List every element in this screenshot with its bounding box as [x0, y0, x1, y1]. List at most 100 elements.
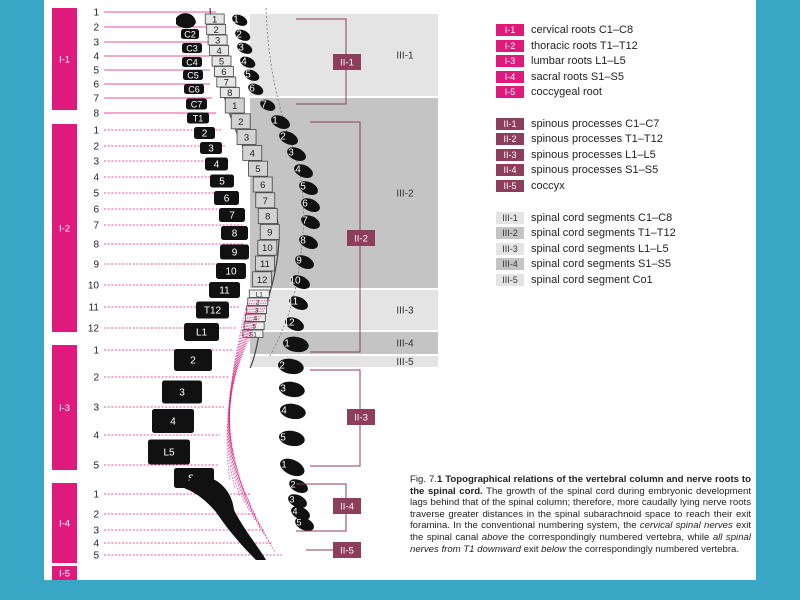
cord-segment-label: 3 — [215, 36, 220, 47]
cord-segment — [248, 289, 270, 298]
legend-label: spinous processes T1–T12 — [531, 133, 663, 145]
vertebral-body — [210, 174, 234, 188]
legend-label: spinous processes L1–L5 — [531, 149, 656, 161]
spinous-process — [301, 198, 320, 213]
vertebra-label: 4 — [214, 160, 220, 171]
vertebral-body — [182, 43, 202, 53]
cord-segment — [252, 176, 273, 193]
root-number: 1 — [93, 8, 99, 19]
cord-segment-label: 12 — [257, 275, 268, 286]
caption-text-2: exit the spinal canal — [410, 520, 751, 543]
root-number: 4 — [93, 539, 99, 550]
vertebra-label: 8 — [232, 229, 238, 240]
vertebra-label: C7 — [191, 100, 203, 110]
spinous-number: 5 — [245, 70, 251, 81]
cord-segment-label: 6 — [221, 67, 226, 78]
cord-segment — [257, 239, 278, 256]
legend-label: thoracic roots T1–T12 — [531, 40, 638, 52]
region-label: III-5 — [396, 357, 414, 368]
cord-segment-label: 11 — [260, 259, 270, 270]
legend-key: I-5 — [496, 86, 524, 98]
legend-key: II-2 — [496, 133, 524, 145]
spinous-number: 5 — [296, 518, 301, 528]
spinous-process — [289, 479, 308, 494]
region-band — [250, 290, 438, 330]
cord-segment-label: 1 — [232, 101, 237, 112]
spinous-process — [240, 56, 256, 68]
root-group-label: I-2 — [59, 224, 70, 235]
spinous-number: 10 — [289, 276, 301, 287]
cord-segment-label: 2 — [256, 299, 260, 306]
spinous-number: 7 — [302, 216, 308, 227]
root-number: 1 — [93, 346, 99, 357]
vertebral-body — [221, 226, 248, 240]
legend-label: lumbar roots L1–L5 — [531, 55, 626, 67]
spinous-process — [285, 317, 304, 332]
vertebra-label: 4 — [170, 417, 176, 428]
cord-segment-label: 4 — [216, 46, 221, 57]
spinous-process — [237, 42, 253, 54]
spinous-process — [299, 181, 318, 196]
region-label: III-1 — [396, 51, 414, 62]
legend-label: spinous processes S1–S5 — [531, 164, 659, 176]
legend-row: I-5 coccygeal root — [496, 86, 602, 98]
root-group-label: I-5 — [59, 569, 70, 580]
cord-segment-label: S1 — [249, 331, 257, 338]
vertebra-label: 3 — [179, 388, 185, 399]
spinous-number: 4 — [295, 165, 301, 176]
spinous-process — [279, 430, 305, 447]
cord-segment-label: 3 — [255, 307, 259, 314]
spinous-process — [278, 358, 304, 375]
root-group-bar — [52, 483, 77, 563]
spinous-process — [279, 381, 305, 398]
root-number: 1 — [93, 490, 99, 501]
legend-label: spinal cord segment Co1 — [531, 274, 653, 286]
root-number: 6 — [93, 205, 99, 216]
cord-segment-label: 2 — [214, 25, 219, 36]
bracket-label: II-2 — [354, 234, 368, 245]
bracket-label: II-1 — [340, 58, 354, 69]
vertebral-body — [184, 84, 204, 94]
cord-segment-label: 7 — [224, 78, 229, 89]
legend-label: sacral roots S1–S5 — [531, 71, 624, 83]
cord-segment-label: 8 — [227, 88, 232, 99]
caption-text-4: exit — [520, 543, 542, 555]
root-number: 8 — [93, 109, 99, 120]
root-number: 5 — [93, 461, 99, 472]
bracket-label-box — [347, 409, 375, 425]
cord-segment-label: 5 — [252, 323, 256, 330]
root-group-label: I-1 — [59, 55, 70, 66]
legend-label: coccygeal root — [531, 86, 602, 98]
legend-key: I-3 — [496, 55, 524, 67]
root-number: 5 — [93, 551, 99, 562]
cord-segment-label: 1 — [212, 15, 217, 26]
root-group-bar — [52, 566, 77, 580]
vertebral-body — [181, 29, 199, 39]
root-number: 3 — [93, 526, 99, 537]
spinous-number: 2 — [279, 361, 285, 372]
vertebral-body — [194, 127, 215, 139]
root-group-bar — [52, 8, 77, 110]
root-group-label: I-3 — [59, 403, 70, 414]
caption-title: Topographical relations of the vertebral… — [410, 474, 751, 497]
cord-segment — [242, 144, 263, 161]
cord-segment — [211, 55, 232, 67]
cord-segment — [252, 271, 273, 288]
spinous-number: 2 — [236, 30, 242, 41]
spinous-process — [289, 296, 308, 311]
legend-row: II-2 spinous processes T1–T12 — [496, 133, 663, 145]
bracket-label: II-4 — [340, 502, 354, 513]
root-number: 7 — [93, 221, 99, 232]
figure-caption: Fig. 7.1 Topographical relations of the … — [410, 474, 751, 555]
caption-emphasis-2: above — [481, 531, 508, 543]
legend-key: III-3 — [496, 243, 524, 255]
spinous-process — [283, 336, 309, 353]
cord-segment — [255, 255, 275, 272]
cauda-equina-root — [226, 299, 249, 481]
vertebra-label: L5 — [163, 448, 175, 459]
spinous-process — [232, 14, 248, 26]
legend-label: cervical roots C1–C8 — [531, 24, 634, 36]
cord-segment — [257, 208, 278, 225]
